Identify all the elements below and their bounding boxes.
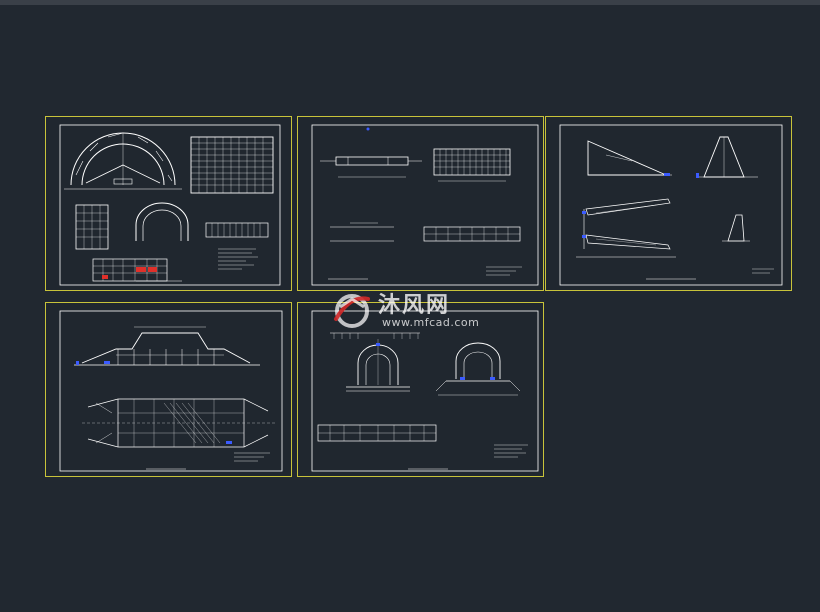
drawing-sheet-4[interactable] <box>45 302 292 477</box>
sheet-4-drawing <box>59 310 283 472</box>
drawing-sheet-1[interactable] <box>45 116 292 291</box>
sheet-1-drawing <box>59 124 281 286</box>
drawing-viewport[interactable]: 沐风网 www.mfcad.com <box>0 5 820 612</box>
drawing-sheet-5[interactable] <box>297 302 544 477</box>
sheet-5-drawing <box>311 310 539 472</box>
drawing-sheet-2[interactable] <box>297 116 544 291</box>
window-top-bar <box>0 0 820 5</box>
sheet-3-drawing <box>559 124 783 286</box>
sheet-2-drawing <box>311 124 539 286</box>
drawing-sheet-3[interactable] <box>545 116 792 291</box>
